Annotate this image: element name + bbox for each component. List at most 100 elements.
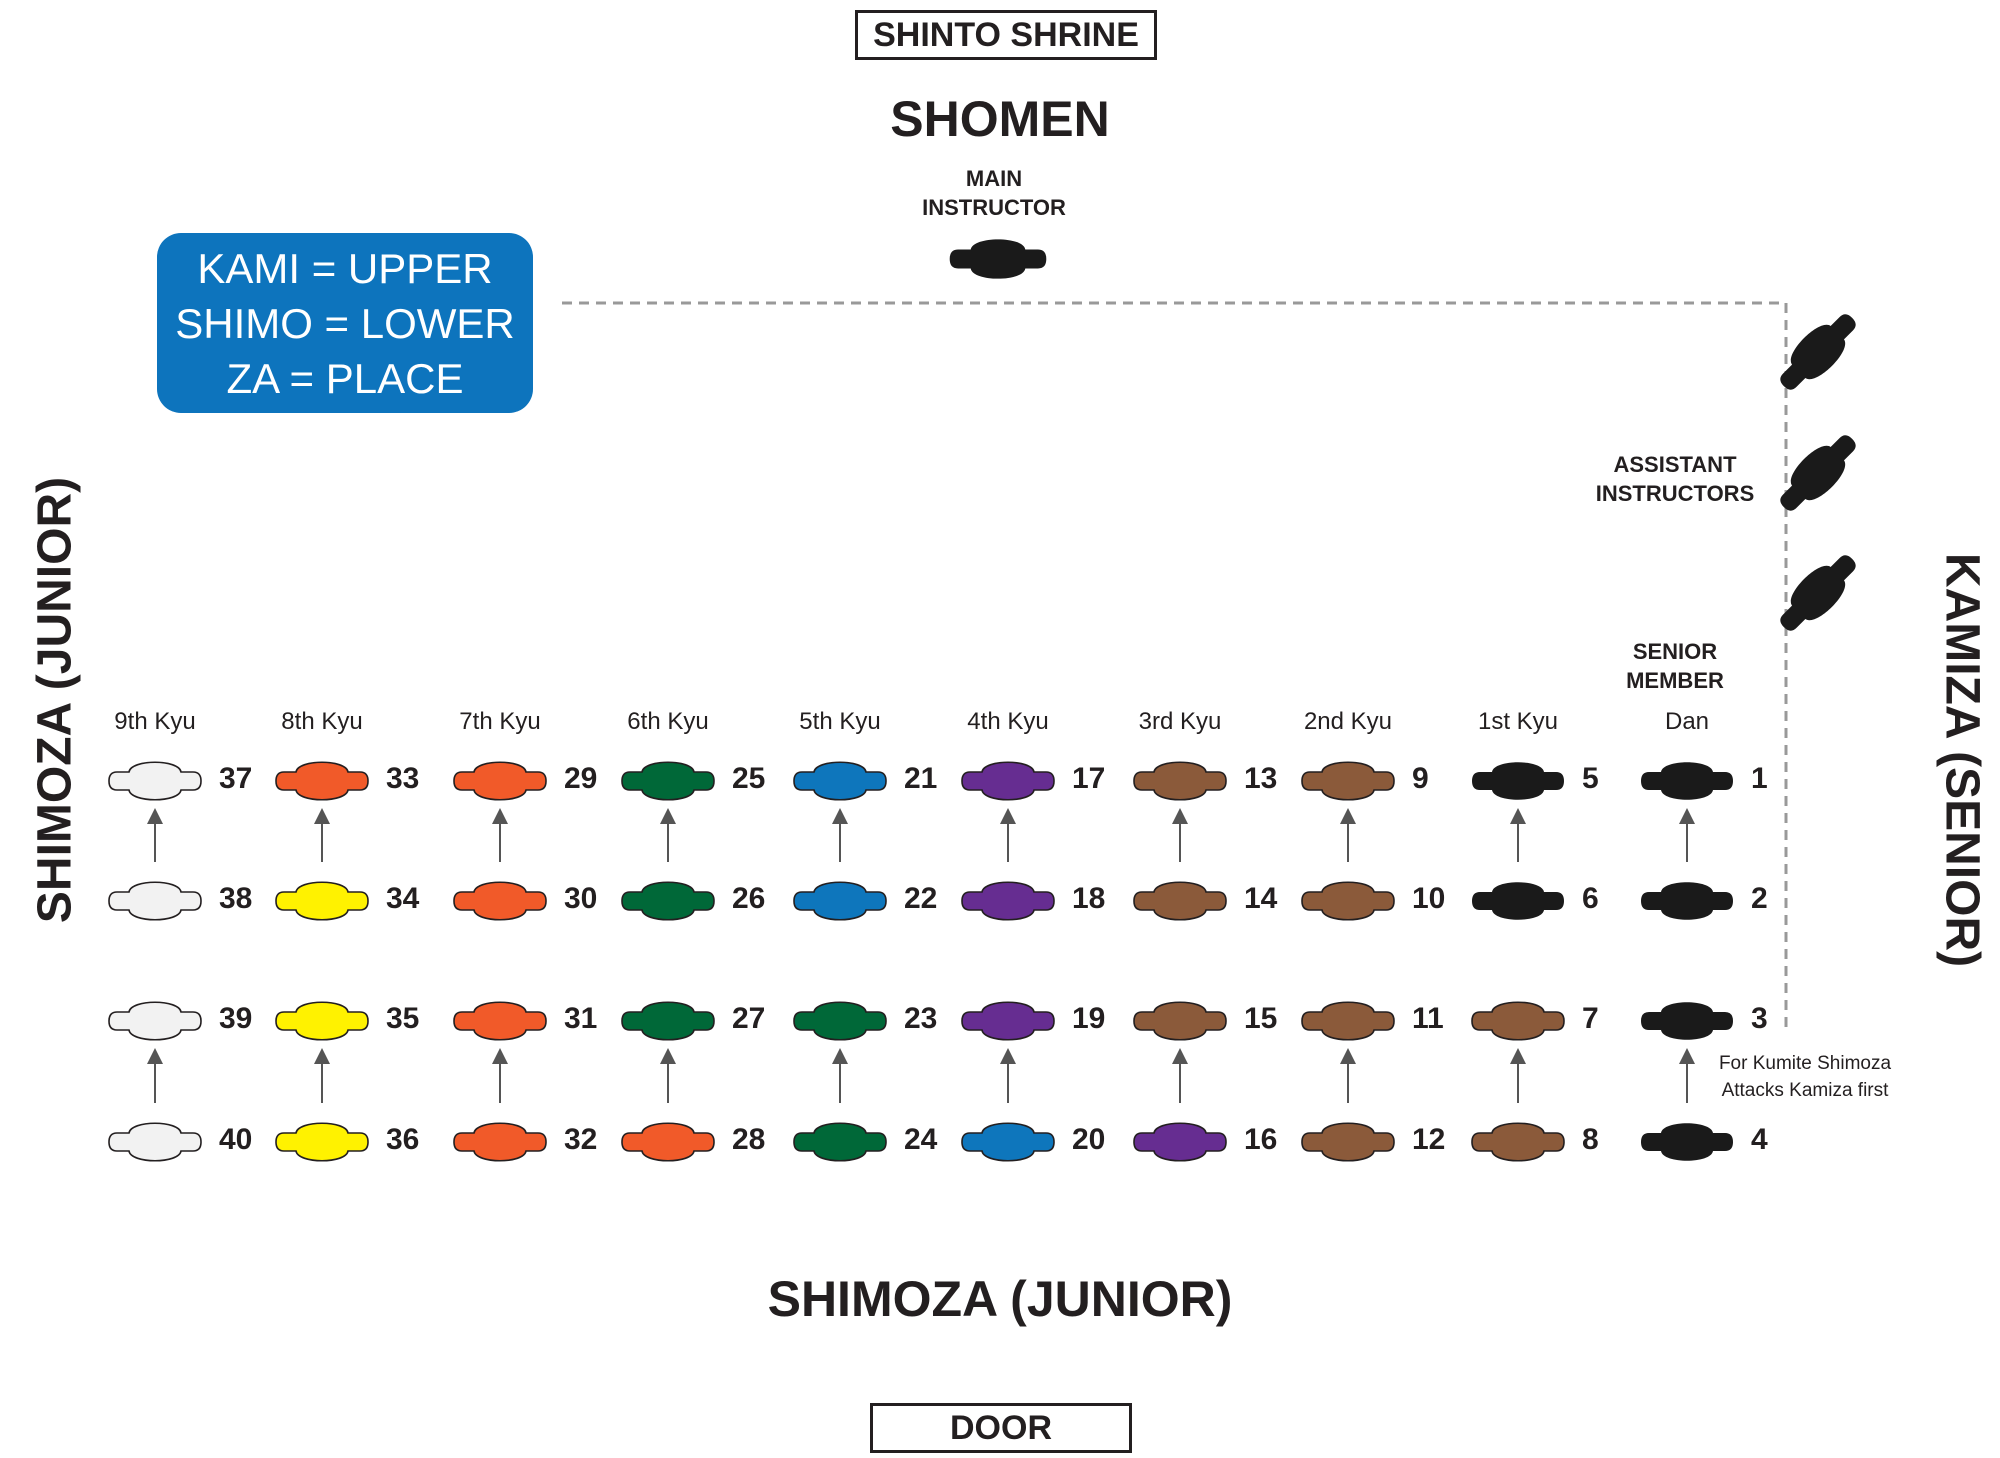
seat-marker [108,881,202,921]
seat-marker [275,1001,369,1041]
seat-marker [1301,1122,1395,1162]
seat-number: 5 [1582,762,1599,795]
kumite-note: For Kumite Shimoza Attacks Kamiza first [1700,1050,1910,1104]
seat-number: 28 [732,1123,766,1156]
seat-marker [1471,1001,1565,1041]
senior-member-line-1: SENIOR [1632,639,1718,664]
assistant-instructors-label: ASSISTANT INSTRUCTORS [1570,450,1780,508]
seat-number: 15 [1244,1002,1278,1035]
seat-number: 3 [1751,1002,1768,1035]
seat-marker [1641,1123,1733,1161]
seat-marker [453,881,547,921]
rank-label: 4th Kyu [967,708,1049,735]
seat-number: 19 [1072,1002,1106,1035]
shomen-title: SHOMEN [890,91,1110,147]
seat-marker [275,881,369,921]
seat-number: 30 [564,882,598,915]
seat-marker [793,1122,887,1162]
seat-marker [961,1001,1055,1041]
seat-marker [793,761,887,801]
seat-number: 36 [386,1123,420,1156]
kamiza-boundary-line [562,301,1788,1030]
rank-label: 3rd Kyu [1138,708,1222,735]
assistant-instructor-seat [1780,314,1856,390]
main-instructor-line-2: INSTRUCTOR [922,195,1066,220]
seat-marker [961,1122,1055,1162]
seat-marker [1133,1122,1227,1162]
door-box: DOOR [870,1403,1132,1453]
assistant-line-2: INSTRUCTORS [1595,481,1755,506]
seat-marker [453,761,547,801]
seat-number: 39 [219,1002,253,1035]
senior-member-line-2: MEMBER [1626,668,1724,693]
seat-number: 1 [1751,762,1768,795]
seat-marker [1472,882,1564,920]
main-instructor-label: MAIN INSTRUCTOR [894,164,1094,222]
main-instructor-seat [949,239,1047,279]
seat-marker [275,761,369,801]
seat-marker [621,881,715,921]
seat-number: 6 [1582,882,1599,915]
seat-marker [1301,761,1395,801]
seat-number: 38 [219,882,253,915]
kamiza-side-label: KAMIZA (SENIOR) [1935,552,1989,968]
seat-marker [621,1001,715,1041]
seat-marker [961,881,1055,921]
seat-number: 24 [904,1123,938,1156]
seat-marker [453,1001,547,1041]
seat-number: 25 [732,762,766,795]
seat-marker [1641,762,1733,800]
seat-number: 34 [386,882,420,915]
seat-number: 18 [1072,882,1106,915]
seat-number: 2 [1751,882,1768,915]
rank-label: 8th Kyu [281,708,363,735]
rank-label: 7th Kyu [459,708,541,735]
seat-number: 33 [386,762,420,795]
kumite-note-line-2: Attacks Kamiza first [1721,1080,1889,1101]
seat-number: 29 [564,762,598,795]
assistant-instructor-seat [1780,555,1856,631]
shinto-shrine-box: SHINTO SHRINE [855,10,1157,60]
seat-number: 20 [1072,1123,1106,1156]
shimoza-bottom-label: SHIMOZA (JUNIOR) [767,1271,1233,1327]
rank-label: Dan [1664,708,1710,735]
seat-marker [1133,761,1227,801]
seat-number: 10 [1412,882,1446,915]
assistant-instructor-seat [1780,435,1856,511]
seat-marker [1641,1002,1733,1040]
seat-marker [793,881,887,921]
legend-line-3: ZA = PLACE [226,354,464,402]
seat-number: 17 [1072,762,1106,795]
seat-number: 9 [1412,762,1429,795]
shimoza-side-label: SHIMOZA (JUNIOR) [28,476,82,924]
seat-marker [1641,882,1733,920]
seat-marker [1301,1001,1395,1041]
seat-number: 23 [904,1002,938,1035]
seat-marker [108,1122,202,1162]
seat-number: 8 [1582,1123,1599,1156]
seat-marker [1471,1122,1565,1162]
seat-marker [793,1001,887,1041]
seat-marker [453,1122,547,1162]
seat-marker [621,1122,715,1162]
kumite-note-line-1: For Kumite Shimoza [1718,1053,1892,1074]
seat-number: 16 [1244,1123,1278,1156]
seat-marker [621,761,715,801]
seat-marker [1133,881,1227,921]
seat-number: 4 [1751,1123,1768,1156]
seat-number: 14 [1244,882,1278,915]
senior-member-label: SENIOR MEMBER [1575,637,1775,695]
seat-marker [961,761,1055,801]
main-instructor-line-1: MAIN [965,166,1023,191]
seat-number: 22 [904,882,938,915]
seat-number: 7 [1582,1002,1599,1035]
seat-number: 32 [564,1123,598,1156]
seat-number: 26 [732,882,766,915]
seat-marker [1472,762,1564,800]
seat-marker [108,761,202,801]
seat-number: 13 [1244,762,1278,795]
seat-marker [1301,881,1395,921]
rank-label: 2nd Kyu [1303,708,1393,735]
seat-number: 27 [732,1002,766,1035]
